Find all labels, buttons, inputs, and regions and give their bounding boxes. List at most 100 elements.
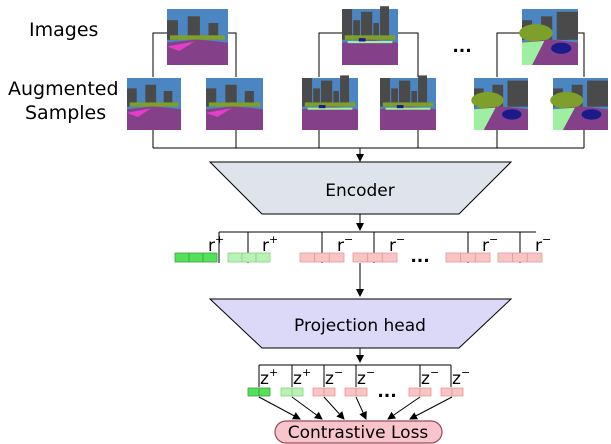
representation-vector-cell	[460, 252, 476, 263]
label-superscript: −	[344, 233, 353, 246]
building-region	[361, 11, 373, 40]
building-region	[340, 75, 350, 107]
arrow-down-icon	[387, 396, 421, 420]
label-superscript: +	[269, 233, 278, 246]
vegetation-region	[304, 102, 356, 107]
augmented-row-label-line2: Samples	[25, 102, 107, 124]
representation-vector-cell	[497, 252, 514, 263]
building-region	[418, 75, 428, 107]
projection-vector-cell	[291, 387, 304, 397]
representation-vector-cell	[299, 252, 316, 263]
representation-positive-label: r+	[262, 233, 278, 256]
representation-vector-cell	[445, 252, 462, 263]
arrow-down-icon	[258, 396, 301, 420]
projection-vector-cell	[408, 387, 421, 397]
terrain-region	[385, 107, 431, 110]
label-superscript: +	[302, 366, 311, 379]
terrain-region	[307, 107, 353, 110]
road-region	[342, 39, 398, 65]
road-region	[127, 106, 181, 130]
image-thumbnails	[127, 6, 608, 130]
building-region	[127, 88, 137, 107]
projection-vector-cell	[344, 387, 357, 397]
terrain-region	[553, 107, 575, 130]
car-region	[581, 109, 602, 120]
vegetation-region	[170, 35, 225, 40]
vegetation-region	[129, 102, 179, 107]
car-region	[396, 105, 404, 109]
vegetation-region	[208, 102, 261, 107]
building-region	[208, 23, 219, 40]
projection-positive-label: z+	[293, 366, 311, 389]
projection-negative-label: z−	[452, 366, 470, 389]
feature-vectors	[174, 252, 543, 397]
augmented-row-label-line1: Augmented	[8, 78, 119, 100]
car-region	[318, 105, 326, 109]
representation-vector-cell	[526, 252, 543, 263]
representation-negative-label: r−	[535, 233, 551, 256]
ellipsis-text: ...	[377, 382, 396, 402]
source-image-1	[167, 9, 228, 65]
vegetation-region	[550, 92, 584, 109]
representation-vector-cell	[367, 252, 383, 263]
car-region	[502, 109, 522, 120]
arrow-down-icon	[355, 396, 367, 420]
projection-vector-cell	[419, 387, 432, 397]
representation-vector-cell	[241, 252, 257, 263]
bracket-line	[228, 32, 237, 77]
representation-vector-cell	[512, 252, 528, 263]
projection-vector-cell	[280, 387, 293, 397]
bracket-line	[496, 32, 522, 77]
projection-vector-cell	[258, 387, 271, 397]
contrastive-loss-label: Contrastive Loss	[288, 423, 429, 443]
label-superscript: −	[461, 366, 470, 379]
sidewalk-region	[167, 41, 195, 51]
projection-vector-cell	[312, 387, 325, 397]
representation-vector-cell	[255, 252, 271, 263]
source-image-2	[342, 6, 398, 65]
building-region	[244, 91, 254, 107]
projection-vector-cell	[440, 387, 453, 397]
ellipsis-text: ...	[410, 247, 429, 267]
building-region	[587, 80, 608, 107]
building-region	[145, 84, 157, 107]
projection-negative-label: z−	[325, 366, 343, 389]
sidewalk-region	[206, 108, 232, 117]
bracket-line	[578, 32, 585, 77]
road-region	[302, 106, 358, 130]
representation-vector-cell	[381, 252, 398, 263]
label-superscript: +	[269, 366, 278, 379]
encoder-block	[208, 161, 513, 215]
projection-vector-cell	[247, 387, 260, 397]
arrow-down-icon	[291, 396, 323, 420]
arrow-down-icon	[409, 396, 453, 420]
projection-head-label: Projection head	[294, 316, 426, 336]
building-region	[373, 23, 379, 40]
vegetation-region	[382, 102, 434, 107]
building-region	[556, 11, 578, 40]
label-superscript: −	[366, 366, 375, 379]
contrastive-loss-box	[274, 420, 443, 444]
bracket-line	[318, 32, 342, 77]
representation-positive-label: r+	[208, 233, 224, 256]
projection-vector-cell	[451, 387, 464, 397]
building-region	[391, 88, 398, 107]
representation-vector-cell	[227, 252, 243, 263]
representation-vector-cell	[352, 252, 369, 263]
road-region	[380, 106, 436, 130]
terrain-region	[522, 40, 545, 65]
projection-positive-label: z+	[260, 366, 278, 389]
road-region	[167, 39, 228, 65]
label-superscript: −	[489, 233, 498, 246]
building-region	[333, 91, 339, 107]
label-superscript: −	[334, 366, 343, 379]
projection-head-block	[208, 298, 513, 349]
building-region	[187, 16, 200, 40]
projection-negative-label: z−	[357, 366, 375, 389]
augmented-image-2	[206, 78, 263, 130]
building-region	[380, 78, 391, 107]
sidewalk-region	[127, 108, 152, 117]
images-row-label: Images	[29, 19, 99, 41]
label-superscript: +	[215, 233, 224, 246]
